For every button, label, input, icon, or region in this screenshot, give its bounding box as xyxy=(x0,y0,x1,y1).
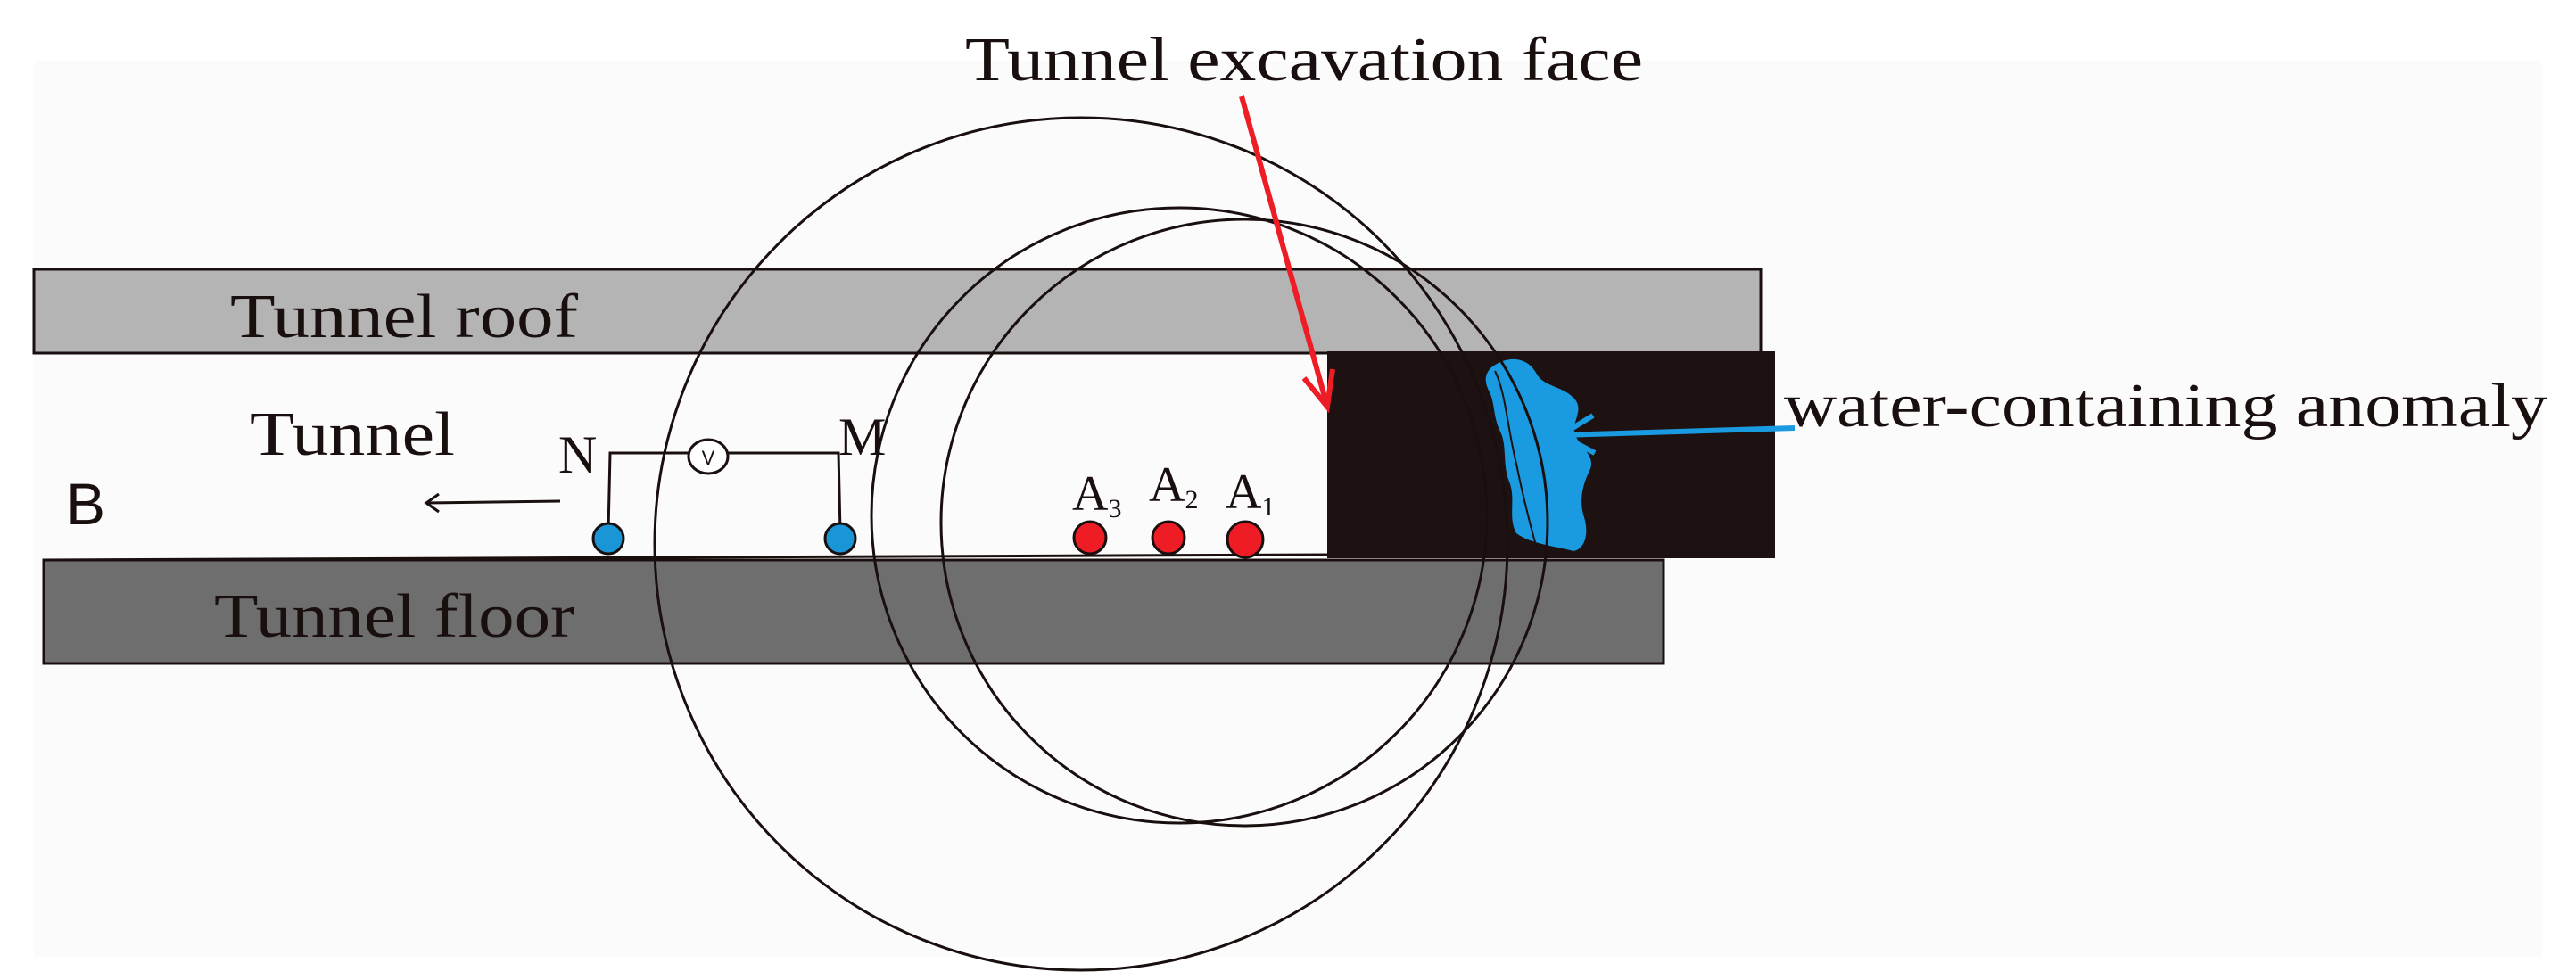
electrode-m-label: M xyxy=(838,408,886,466)
tunnel-direction-arrow xyxy=(425,499,561,505)
excavation-face-arrow xyxy=(1239,95,1330,408)
electrode-a3-subscript: 3 xyxy=(1108,494,1121,523)
electrode-a3-label: A3 xyxy=(1072,466,1121,523)
water-anomaly-body xyxy=(1485,358,1592,551)
tunnel-roof-label: Tunnel roof xyxy=(230,283,579,351)
electrode-a2-letter: A xyxy=(1149,457,1185,513)
electrode-a3 xyxy=(1072,520,1108,556)
tunnel-floor-surface-line xyxy=(43,553,1330,562)
voltmeter-symbol: V xyxy=(702,447,715,469)
electrode-a2-subscript: 2 xyxy=(1185,485,1198,515)
electrode-a1-label: A1 xyxy=(1226,465,1275,522)
electrode-a2-label: A2 xyxy=(1149,457,1198,515)
electrode-n xyxy=(591,522,625,556)
water-anomaly-edge-line xyxy=(1494,370,1537,547)
electrode-a1-letter: A xyxy=(1226,465,1262,520)
excavation-face-label: Tunnel excavation face xyxy=(965,26,1643,95)
electrode-m xyxy=(823,522,857,556)
detection-circle-large xyxy=(653,116,1509,972)
tunnel-floor-label: Tunnel floor xyxy=(214,582,574,651)
electrode-a1-subscript: 1 xyxy=(1261,492,1275,522)
tunnel-roof-block xyxy=(32,268,1763,355)
electrode-a1 xyxy=(1226,520,1265,559)
excavation-face-arrowhead xyxy=(1301,368,1335,414)
electrode-a3-letter: A xyxy=(1072,466,1109,522)
electrode-n-label: N xyxy=(558,425,597,484)
detection-circle-small xyxy=(939,218,1549,828)
detection-circle-medium xyxy=(870,206,1489,825)
water-anomaly-label: water-containing anomaly xyxy=(1784,372,2547,441)
water-anomaly-arrow xyxy=(1560,425,1796,438)
voltmeter: V xyxy=(687,438,730,475)
water-anomaly-arrowhead xyxy=(1555,413,1597,456)
tunnel-label: Tunnel xyxy=(250,400,455,469)
panel-background xyxy=(34,61,2542,957)
measuring-circuit-wire-right xyxy=(726,451,842,532)
measuring-circuit-wire xyxy=(607,451,690,532)
panel-label: B xyxy=(66,471,105,537)
tunnel-floor-block xyxy=(42,558,1665,665)
electrode-a2 xyxy=(1151,520,1186,556)
tunnel-direction-arrowhead xyxy=(424,492,440,514)
